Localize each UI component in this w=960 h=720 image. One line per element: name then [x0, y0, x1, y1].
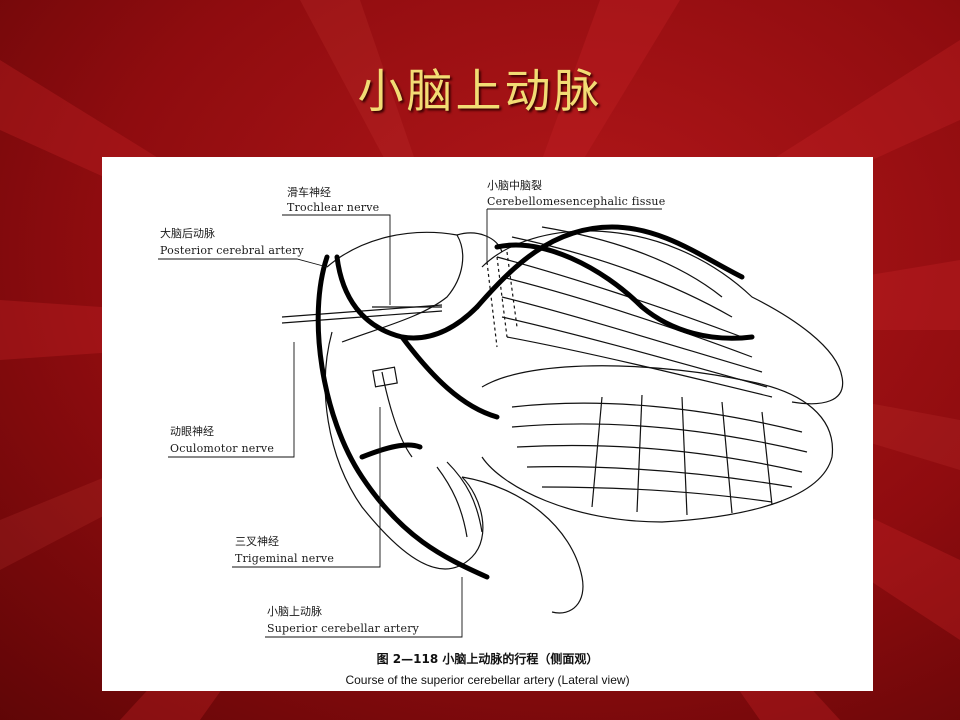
leader-oculomotor: [168, 342, 295, 458]
label-sca-cn: 小脑上动脉: [267, 605, 322, 618]
label-pca-cn: 大脑后动脉: [160, 227, 215, 240]
sca-branch-lower: [399, 334, 500, 420]
cerebellum-lower-outline: [481, 365, 834, 523]
label-pca-en: Posterior cerebral artery: [160, 244, 304, 257]
label-trochlear-cn: 滑车神经: [287, 186, 331, 199]
slide-title: 小脑上动脉: [357, 64, 603, 118]
figure-caption-en: Course of the superior cerebellar artery…: [345, 673, 630, 687]
label-sca-en: Superior cerebellar artery: [267, 622, 420, 635]
label-oculomotor-en: Oculomotor nerve: [170, 442, 275, 455]
sca-branch-mid: [494, 242, 755, 341]
midbrain-outline: [326, 231, 464, 343]
figure-caption-cn: 图 2—118 小脑上动脉的行程（侧面观）: [376, 652, 599, 666]
oculomotor-nerve: [381, 371, 413, 458]
trigeminal-nerve: [436, 466, 468, 538]
label-fissure-cn: 小脑中脑裂: [487, 179, 542, 192]
leader-sca: [265, 577, 463, 638]
posterior-cerebral-artery: [334, 254, 480, 341]
label-trochlear-en: Trochlear nerve: [287, 201, 380, 214]
leader-trigeminal: [232, 407, 381, 568]
label-oculomotor-cn: 动眼神经: [170, 425, 214, 438]
label-fissure-en: Cerebellomesencephalic fissue: [487, 195, 666, 208]
leader-pca: [158, 258, 328, 268]
cerebellum-upper-outline: [481, 230, 844, 405]
label-trigeminal-en: Trigeminal nerve: [235, 552, 335, 565]
label-trigeminal-cn: 三叉神经: [235, 535, 279, 548]
cerebellum-illustration: [158, 208, 844, 638]
leader-trochlear: [282, 214, 391, 305]
anatomy-figure: 滑车神经 Trochlear nerve 小脑中脑裂 Cerebellomese…: [102, 157, 873, 691]
brainstem-outline: [324, 331, 484, 570]
superior-cerebellar-artery: [315, 254, 490, 580]
sca-branch-upper: [474, 224, 745, 310]
